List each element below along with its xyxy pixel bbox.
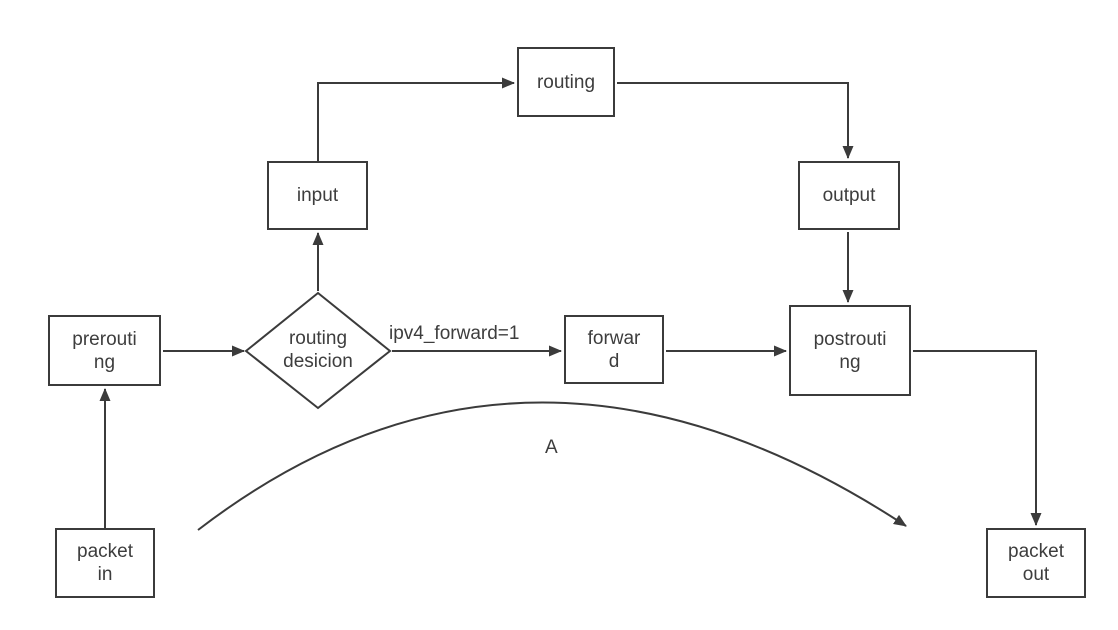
node-label: desicion: [283, 351, 353, 372]
node-routing: routing: [517, 47, 615, 117]
edge-postrouting-to-packet-out: [913, 350, 1042, 526]
edge-label-ipv4-forward: ipv4_forward=1: [389, 323, 520, 344]
node-packet-in: packet in: [55, 528, 155, 598]
node-label: postrouti: [813, 328, 887, 350]
edge-label-bypass-a: A: [545, 437, 558, 458]
node-label: ng: [93, 351, 116, 373]
node-label: packet: [1008, 541, 1064, 562]
edge-input-to-routing: [317, 77, 515, 161]
node-label: forwar: [587, 327, 641, 349]
node-forward: forwar d: [564, 315, 664, 384]
node-input: input: [267, 161, 368, 230]
node-label: routing: [536, 71, 596, 93]
node-output: output: [798, 161, 900, 230]
edge-bypass-curve: [197, 401, 907, 531]
node-prerouting: prerouti ng: [48, 315, 161, 386]
node-label: packet: [77, 541, 133, 562]
node-label: out: [1022, 564, 1050, 585]
routing-decision-diamond-shape: [244, 291, 392, 410]
node-routing-decision: routing desicion: [246, 327, 390, 373]
edge-routing-to-output: [617, 82, 854, 159]
node-label: input: [296, 185, 339, 206]
node-label: in: [97, 564, 113, 585]
node-label: ng: [839, 351, 861, 373]
node-label: output: [822, 185, 876, 206]
node-label: routing: [288, 328, 348, 349]
node-packet-out: packet out: [986, 528, 1086, 598]
node-label: d: [608, 350, 620, 372]
node-label: prerouti: [72, 328, 137, 350]
node-postrouting: postrouti ng: [789, 305, 911, 396]
